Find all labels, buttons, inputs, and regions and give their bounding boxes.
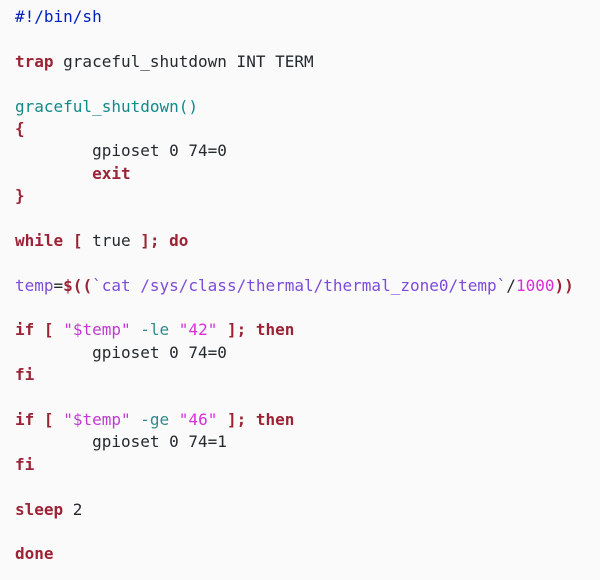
code-token: then [255, 410, 295, 430]
code-token: [ [72, 230, 83, 250]
code-line: while [ true ]; do [15, 230, 600, 252]
code-token: / [506, 275, 516, 295]
code-token: then [255, 320, 295, 340]
code-token [217, 320, 227, 339]
code-token: gpioset 0 74=0 [15, 342, 227, 362]
code-token [34, 410, 44, 429]
code-token: )) [554, 275, 574, 295]
code-token [246, 320, 256, 339]
code-token: exit [92, 163, 131, 183]
code-token: ]; [140, 230, 160, 250]
code-line: exit [15, 163, 600, 185]
code-token [54, 410, 64, 429]
code-token: $(( [63, 275, 93, 295]
code-token: gpioset 0 74=0 [15, 141, 227, 161]
code-line: gpioset 0 74=0 [15, 140, 600, 162]
code-token: -le [130, 320, 179, 340]
code-token: ]; [226, 410, 247, 430]
code-token [34, 320, 44, 339]
code-token [63, 231, 73, 250]
code-line [15, 297, 600, 319]
code-token: `cat /sys/class/thermal/thermal_zone0/te… [92, 275, 507, 295]
code-token: ]; [226, 320, 247, 340]
code-token [15, 164, 92, 183]
code-line [15, 521, 600, 543]
code-token: "42" [178, 320, 218, 340]
code-token: while [15, 230, 64, 250]
code-token [217, 410, 227, 429]
code-token: } [15, 186, 25, 206]
code-token: trap [15, 51, 54, 71]
code-line: done [15, 543, 600, 565]
code-token: [ [43, 320, 54, 340]
code-token: do [169, 230, 189, 250]
code-line: graceful_shutdown() [15, 96, 600, 118]
code-token: graceful_shutdown INT TERM [53, 51, 314, 71]
code-line: gpioset 0 74=0 [15, 342, 600, 364]
code-line: temp=$((`cat /sys/class/thermal/thermal_… [15, 275, 600, 297]
code-line [15, 252, 600, 274]
code-line [15, 73, 600, 95]
code-token: -ge [130, 410, 179, 430]
code-token: fi [15, 454, 35, 474]
code-line [15, 28, 600, 50]
code-token: 2 [63, 499, 83, 519]
code-token: "$temp" [63, 410, 131, 430]
code-token: done [15, 544, 54, 564]
code-token: graceful_shutdown() [15, 96, 199, 116]
code-line: if [ "$temp" -le "42" ]; then [15, 319, 600, 341]
code-token: if [15, 320, 35, 340]
code-token: 1000 [515, 275, 555, 295]
code-line: trap graceful_shutdown INT TERM [15, 51, 600, 73]
code-line [15, 387, 600, 409]
code-line: } [15, 185, 600, 207]
code-line: fi [15, 454, 600, 476]
code-line: { [15, 118, 600, 140]
code-token: = [53, 275, 64, 295]
code-line: gpioset 0 74=1 [15, 431, 600, 453]
code-token: sleep [15, 499, 64, 519]
code-token [246, 410, 256, 429]
code-token: fi [15, 365, 35, 385]
code-line: #!/bin/sh [15, 6, 600, 28]
code-line [15, 208, 600, 230]
code-token: temp [15, 275, 54, 295]
code-token: "$temp" [63, 320, 131, 340]
code-token: gpioset 0 74=1 [15, 432, 227, 452]
code-token [54, 320, 64, 339]
code-token [160, 231, 170, 250]
code-line [15, 476, 600, 498]
code-line: fi [15, 364, 600, 386]
code-token: true [82, 230, 141, 250]
code-token: "46" [178, 410, 218, 430]
code-token: if [15, 410, 35, 430]
code-token: { [15, 118, 25, 138]
code-token: [ [43, 410, 54, 430]
code-line: sleep 2 [15, 499, 600, 521]
code-token: #!/bin/sh [15, 7, 102, 26]
code-line: if [ "$temp" -ge "46" ]; then [15, 409, 600, 431]
